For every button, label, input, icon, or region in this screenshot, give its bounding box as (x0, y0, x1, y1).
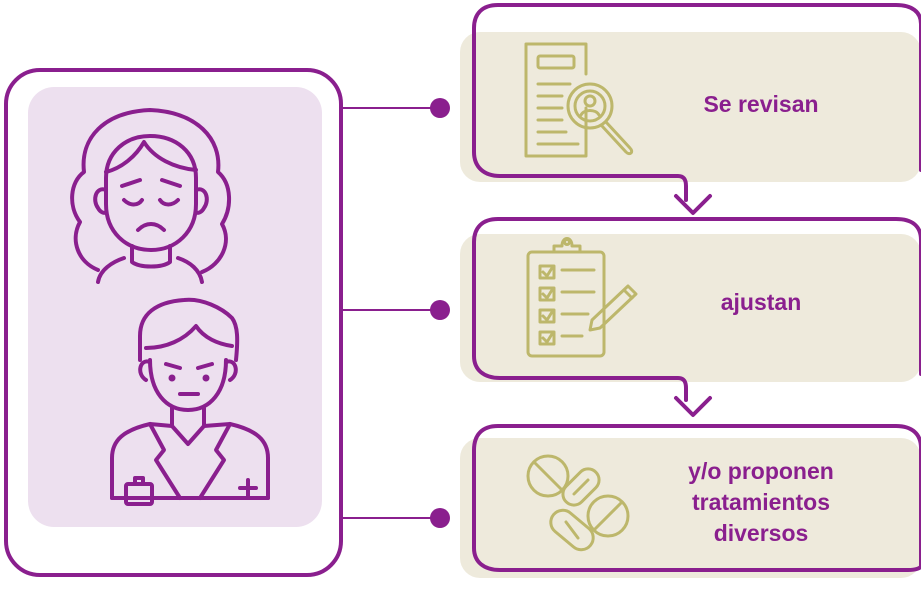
sad-woman-icon (70, 108, 231, 284)
step-3-label: y/o proponen tratamientos diversos (656, 456, 866, 549)
arrow-down-icon (674, 194, 712, 215)
step-3-frame (472, 424, 921, 572)
connector-dot-2 (430, 300, 450, 320)
step-3-label-line-1: y/o proponen (688, 458, 834, 484)
step-1-label: Se revisan (656, 89, 866, 120)
step-3-label-line-2: tratamientos (691, 489, 831, 515)
step-2-label: ajustan (656, 287, 866, 318)
step-1-frame (472, 2, 921, 202)
step-1-label-line: Se revisan (703, 91, 819, 117)
pills-icon (526, 454, 630, 552)
step-2-frame (472, 217, 921, 402)
step-3-label-line-3: diversos (713, 520, 809, 546)
people-panel-background (28, 87, 322, 527)
step-box-3 (460, 424, 921, 578)
step-box-1 (460, 2, 921, 215)
document-search-icon (524, 42, 634, 158)
connector-dot-3 (430, 508, 450, 528)
arrow-down-icon (674, 396, 712, 417)
connectors (341, 98, 450, 528)
clipboard-checklist-icon (526, 237, 638, 358)
connector-dot-1 (430, 98, 450, 118)
step-2-label-line: ajustan (720, 289, 802, 315)
step-3-shadow (460, 438, 921, 578)
people-panel (4, 68, 343, 577)
step-box-2 (460, 217, 921, 417)
doctor-icon (110, 297, 270, 506)
